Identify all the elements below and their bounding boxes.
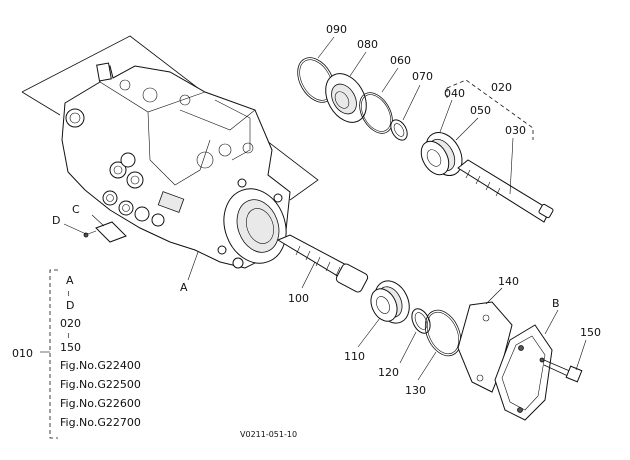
callout-090: 090 [326, 23, 347, 36]
legend-entry-4: ≀ [67, 331, 70, 340]
snap-ring-070 [390, 119, 408, 141]
callout-labels: 090 080 060 070 040 020 050 030 100 110 … [52, 23, 601, 397]
seal-cover-080 [325, 73, 367, 123]
callout-020: 020 [491, 81, 512, 94]
legend-entry-3: 020 [60, 317, 81, 330]
callout-a: A [180, 281, 188, 294]
group-020-bracket [446, 79, 534, 140]
callout-130: 130 [405, 384, 426, 397]
callout-c: C [72, 203, 80, 216]
snap-ring-120 [411, 308, 431, 334]
shaft-030 [457, 159, 554, 223]
legend-fig-3: Fig.No.G22700 [60, 416, 141, 429]
cover-plate-small [83, 221, 127, 243]
leader-lines [63, 36, 587, 381]
legend-ref-number: 010 [12, 347, 33, 360]
callout-100: 100 [288, 292, 309, 305]
callout-b: B [552, 297, 560, 310]
callout-080: 080 [357, 38, 378, 51]
legend-entry-2: D [66, 299, 74, 312]
legend-entry-5: 150 [60, 341, 81, 354]
callout-120: 120 [378, 366, 399, 379]
legend-fig-1: Fig.No.G22500 [60, 378, 141, 391]
cover-plate-b [494, 324, 553, 421]
legend-entry-1: ≀ [67, 289, 70, 298]
callout-030: 030 [505, 124, 526, 137]
callout-040: 040 [444, 87, 465, 100]
callout-d: D [52, 214, 60, 227]
callout-070: 070 [412, 70, 433, 83]
callout-050: 050 [470, 104, 491, 117]
callout-140: 140 [498, 275, 519, 288]
o-ring-130 [424, 309, 462, 357]
o-ring-060 [359, 92, 393, 134]
reference-legend: 010 A ≀ D 020 ≀ 150 Fig.No.G22400 Fig.No… [12, 269, 141, 439]
legend-entry-0: A [66, 274, 74, 287]
pump-housing [61, 62, 291, 269]
shaft-100 [276, 234, 369, 293]
legend-fig-0: Fig.No.G22400 [60, 359, 141, 372]
callout-150: 150 [580, 326, 601, 339]
callout-060: 060 [390, 54, 411, 67]
legend-fig-2: Fig.No.G22600 [60, 397, 141, 410]
bearing-110 [370, 280, 410, 324]
bearing-040-050 [420, 132, 463, 176]
callout-110: 110 [344, 350, 365, 363]
drawing-code: V0211-051-10 [240, 430, 297, 439]
